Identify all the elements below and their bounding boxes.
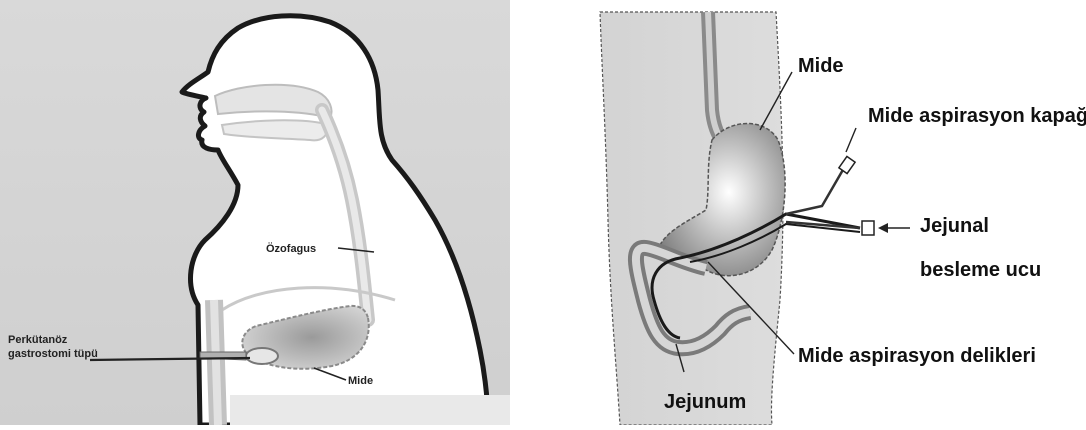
right-figure: Mide Mide aspirasyon kapağı Jejunal besl… bbox=[560, 0, 1086, 425]
label-peg-tube-line2: gastrostomi tüpü bbox=[8, 348, 98, 360]
right-anatomy-illustration: Mide Mide aspirasyon kapağı Jejunal besl… bbox=[560, 0, 1086, 425]
left-anatomy-illustration: Özofagus Perkütanöz gastrostomi tüpü Mid… bbox=[0, 0, 510, 425]
left-figure: Özofagus Perkütanöz gastrostomi tüpü Mid… bbox=[0, 0, 510, 425]
label-jejunum: Jejunum bbox=[664, 391, 746, 413]
spine-inner bbox=[214, 300, 218, 425]
floor-shading bbox=[230, 395, 510, 425]
jejunal-port bbox=[862, 221, 874, 235]
label-stomach-left: Mide bbox=[348, 375, 373, 387]
label-aspiration-cap: Mide aspirasyon kapağı bbox=[868, 105, 1086, 127]
label-stomach-right: Mide bbox=[798, 55, 844, 77]
label-esophagus: Özofagus bbox=[266, 242, 316, 255]
aspiration-cap-leader bbox=[846, 128, 856, 152]
label-jejunal-line1: Jejunal bbox=[920, 215, 989, 237]
jejunal-arrowhead bbox=[878, 223, 888, 233]
label-aspiration-holes: Mide aspirasyon delikleri bbox=[798, 345, 1036, 367]
label-peg-tube-line1: Perkütanöz bbox=[8, 334, 68, 346]
aspiration-cap-line bbox=[786, 168, 844, 214]
label-jejunal-line2: besleme ucu bbox=[920, 259, 1041, 281]
peg-tube-bumper bbox=[246, 348, 278, 364]
